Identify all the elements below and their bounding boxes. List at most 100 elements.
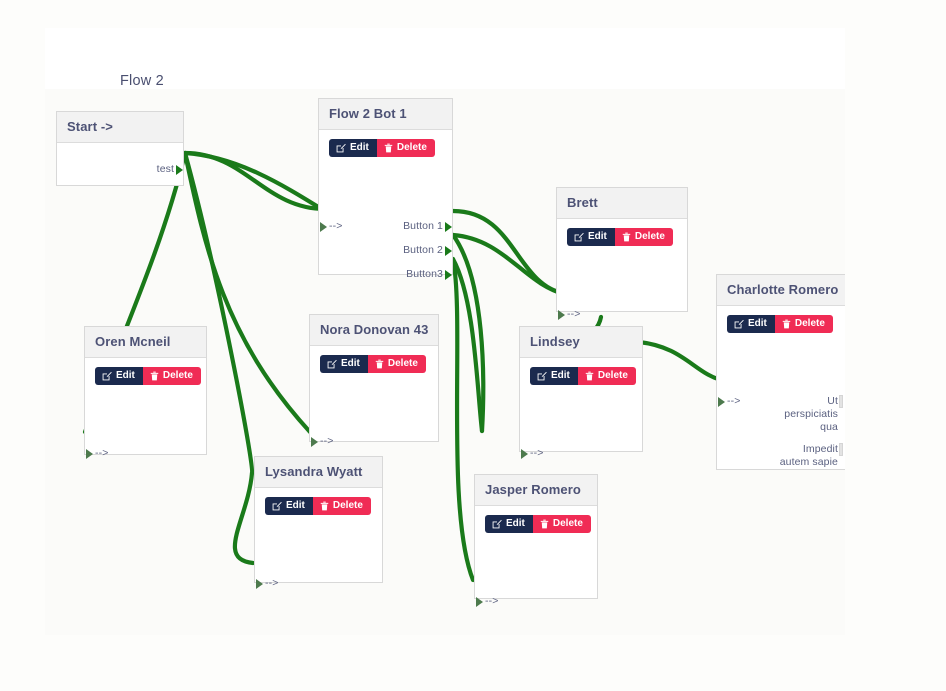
port-label: --> [95, 447, 109, 459]
port-arrow-icon [718, 397, 725, 407]
node-jasper-actions: Edit Delete [475, 506, 597, 533]
port-label: --> [567, 308, 581, 320]
edit-button[interactable]: Edit [485, 515, 533, 533]
node-charlotte-actions: Edit Delete [717, 306, 845, 333]
port-stub-icon [839, 443, 843, 456]
edge-lindsey-to-charlotte [636, 339, 728, 384]
pencil-square-icon [492, 519, 502, 529]
port-out-button-2[interactable]: Button 2 [403, 244, 452, 256]
port-arrow-icon [256, 579, 263, 589]
edit-button[interactable]: Edit [727, 315, 775, 333]
trash-icon [320, 501, 329, 511]
edit-button[interactable]: Edit [530, 367, 578, 385]
edit-button-label: Edit [116, 370, 135, 381]
edit-button[interactable]: Edit [329, 139, 377, 157]
pencil-square-icon [537, 371, 547, 381]
edit-button-label: Edit [588, 231, 607, 242]
node-jasper-title: Jasper Romero [475, 475, 597, 506]
pencil-square-icon [734, 319, 744, 329]
port-label: Impedit autem sapie [779, 443, 838, 468]
node-charlotte-body: Edit Delete --> [717, 306, 845, 469]
port-in-oren[interactable]: --> [86, 447, 109, 459]
node-nora[interactable]: Nora Donovan 43 Edit [309, 314, 439, 447]
port-arrow-icon [445, 270, 452, 280]
trash-icon [585, 371, 594, 381]
flow-header-band: Flow 2 [45, 28, 845, 89]
node-brett-title: Brett [557, 188, 687, 219]
port-in-bot1[interactable]: --> [320, 220, 342, 232]
port-label: --> [727, 395, 741, 407]
delete-button[interactable]: Delete [312, 497, 371, 515]
port-in-charlotte[interactable]: --> [718, 395, 741, 407]
port-out-test[interactable]: test [157, 163, 183, 175]
node-lindsey[interactable]: Lindsey Edit De [519, 326, 643, 459]
port-in-nora[interactable]: --> [311, 435, 333, 447]
trash-icon [622, 232, 631, 242]
flow-canvas[interactable]: Start -> test Flow 2 Bot 1 [45, 89, 845, 635]
node-start-title: Start -> [57, 112, 183, 143]
trash-icon [384, 143, 393, 153]
node-brett[interactable]: Brett Edit Dele [556, 187, 688, 320]
node-lysandra-actions: Edit Delete [255, 488, 382, 515]
node-start[interactable]: Start -> test [56, 111, 184, 186]
edit-button-label: Edit [286, 500, 305, 511]
delete-button-label: Delete [162, 370, 193, 381]
edge-start-to-lysandra-tail [232, 470, 256, 566]
port-label: --> [265, 577, 279, 589]
port-arrow-icon [176, 165, 183, 175]
port-label: Button 2 [403, 244, 443, 256]
delete-button-label: Delete [634, 231, 665, 242]
node-start-body: test [57, 143, 183, 185]
edit-button-label: Edit [341, 358, 360, 369]
port-in-lysandra[interactable]: --> [256, 577, 279, 589]
edit-button[interactable]: Edit [320, 355, 368, 373]
port-label: Button 1 [403, 220, 443, 232]
edge-button2-to-lindsey [450, 232, 486, 434]
pencil-square-icon [272, 501, 282, 511]
edit-button-label: Edit [350, 142, 369, 153]
delete-button[interactable]: Delete [774, 315, 833, 333]
port-out-button-3[interactable]: Button3 [406, 268, 452, 280]
delete-button-label: Delete [396, 142, 427, 153]
port-in-jasper[interactable]: --> [476, 595, 499, 607]
edit-button[interactable]: Edit [265, 497, 313, 515]
edge-button3-to-lindsey [450, 256, 485, 434]
node-oren[interactable]: Oren Mcneil Edit [84, 326, 207, 459]
node-oren-title: Oren Mcneil [85, 327, 206, 358]
delete-button[interactable]: Delete [367, 355, 426, 373]
node-nora-body: Edit Delete --> [310, 346, 438, 447]
delete-button[interactable]: Delete [376, 139, 435, 157]
node-nora-actions: Edit Delete [310, 346, 438, 373]
port-arrow-icon [311, 437, 318, 447]
node-lysandra-body: Edit Delete --> [255, 488, 382, 589]
node-lindsey-body: Edit Delete --> [520, 358, 642, 459]
port-label: --> [485, 595, 499, 607]
node-lindsey-actions: Edit Delete [520, 358, 642, 385]
node-lysandra[interactable]: Lysandra Wyatt Edit [254, 456, 383, 589]
node-oren-actions: Edit Delete [85, 358, 206, 385]
delete-button-label: Delete [794, 318, 825, 329]
delete-button[interactable]: Delete [614, 228, 673, 246]
edit-button[interactable]: Edit [95, 367, 143, 385]
delete-button[interactable]: Delete [577, 367, 636, 385]
node-jasper[interactable]: Jasper Romero Edit [474, 474, 598, 607]
pencil-square-icon [574, 232, 584, 242]
port-arrow-icon [476, 597, 483, 607]
node-bot1[interactable]: Flow 2 Bot 1 Edit [318, 98, 453, 280]
port-label: Button3 [406, 268, 443, 280]
edit-button[interactable]: Edit [567, 228, 615, 246]
delete-button[interactable]: Delete [532, 515, 591, 533]
port-arrow-icon [86, 449, 93, 459]
port-out-impedit-autem-sapie[interactable]: Impedit autem sapie [776, 443, 843, 469]
delete-button[interactable]: Delete [142, 367, 201, 385]
port-in-brett[interactable]: --> [558, 308, 581, 320]
port-out-ut-perspiciatis-qua[interactable]: Ut perspiciatis qua [776, 395, 843, 434]
delete-button-label: Delete [387, 358, 418, 369]
port-arrow-icon [521, 449, 528, 459]
node-brett-body: Edit Delete --> [557, 219, 687, 320]
node-charlotte[interactable]: Charlotte Romero Edit [716, 274, 845, 470]
port-out-button-1[interactable]: Button 1 [403, 220, 452, 232]
node-nora-title: Nora Donovan 43 [310, 315, 438, 346]
port-in-lindsey[interactable]: --> [521, 447, 543, 459]
